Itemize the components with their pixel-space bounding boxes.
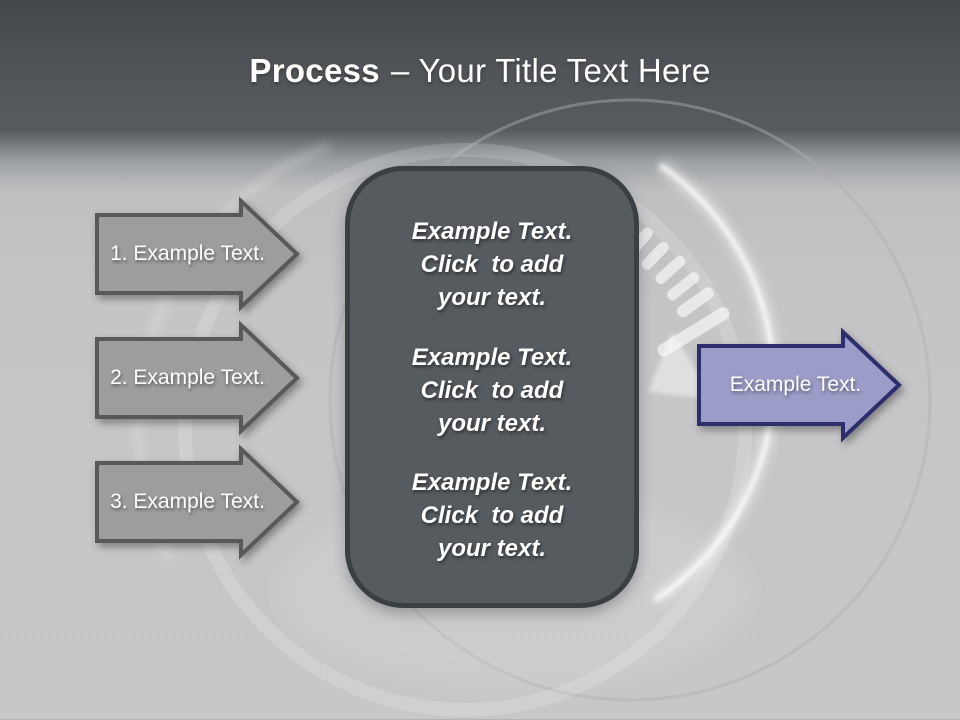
- panel-text-line: Example Text.: [411, 469, 573, 496]
- title-subtitle: – Your Title Text Here: [390, 52, 711, 89]
- process-step-1-label: 1. Example Text.: [110, 242, 265, 265]
- process-step-2-label: 2. Example Text.: [110, 366, 265, 389]
- panel-text-line: your text.: [437, 284, 547, 311]
- gauge-soft-ring: [178, 143, 752, 717]
- process-step-2-arrow[interactable]: 2. Example Text.: [95, 320, 300, 436]
- arrow-right-shape: [697, 327, 902, 443]
- title-keyword: Process: [249, 52, 380, 89]
- panel-text-line: Example Text.: [411, 218, 573, 245]
- process-step-1-arrow[interactable]: 1. Example Text.: [95, 196, 300, 312]
- arrow-right-shape: [95, 444, 300, 560]
- output-arrow[interactable]: Example Text.: [697, 327, 902, 443]
- panel-text-line: Example Text.: [411, 343, 573, 371]
- process-step-3-arrow[interactable]: 3. Example Text.: [95, 444, 300, 560]
- panel-text-block-2: Example Text. Click to add your text.: [366, 341, 618, 440]
- arrow-right-shape: [95, 320, 300, 436]
- center-text-panel[interactable]: Example Text. Click to add your text. Ex…: [345, 166, 639, 608]
- panel-text-line: Click to add: [420, 502, 564, 529]
- panel-text-line: your text.: [437, 535, 547, 562]
- gauge-bezel-ring: [328, 98, 932, 702]
- panel-text-line: your text.: [437, 409, 547, 437]
- panel-text-line: Click to add: [420, 251, 564, 278]
- panel-text-block-1: Example Text. Click to add your text.: [366, 215, 618, 314]
- output-arrow-label: Example Text.: [729, 373, 862, 396]
- panel-text-line: Click to add: [420, 376, 564, 404]
- arrow-right-shape: [95, 196, 300, 312]
- panel-text-block-3: Example Text. Click to add your text.: [366, 466, 618, 565]
- slide-title: Process – Your Title Text Here: [0, 52, 960, 90]
- process-step-3-label: 3. Example Text.: [110, 490, 265, 513]
